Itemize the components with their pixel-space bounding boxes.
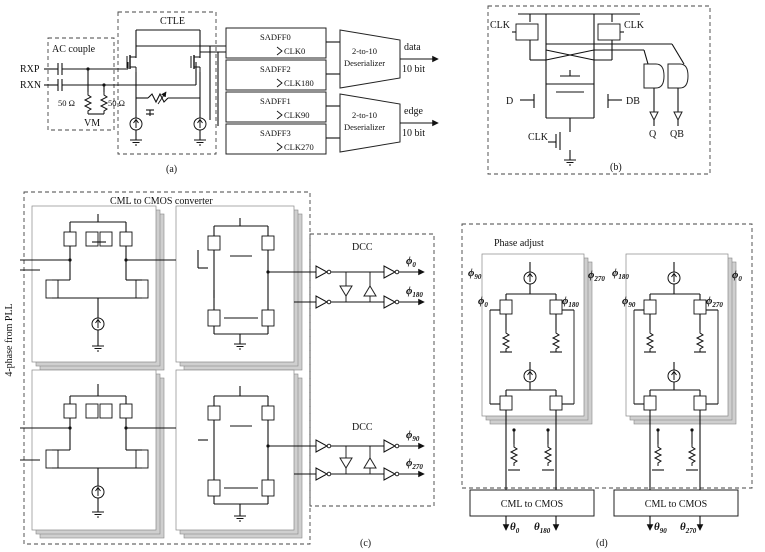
theta-0: θ0 bbox=[510, 521, 520, 535]
r2-label: 50 Ω bbox=[108, 98, 125, 108]
panel-a: AC couple CTLE RXP RXN 50 Ω 50 Ω VM bbox=[20, 11, 439, 175]
panel-b: CLK CLK D DB CLK bbox=[487, 5, 711, 175]
cmos-stage-bottom bbox=[175, 369, 295, 531]
sadff1-label: SADFF1 bbox=[260, 96, 291, 106]
deser2-line2: Deserializer bbox=[344, 122, 385, 132]
ctle-box bbox=[117, 11, 217, 155]
cmos-stage-top bbox=[175, 205, 295, 363]
theta-180: θ180 bbox=[534, 521, 551, 535]
phi0-label: ϕ0 bbox=[406, 255, 416, 269]
cml-to-cmos-left bbox=[469, 489, 595, 517]
panel-b-box bbox=[487, 5, 711, 175]
sadff2-box bbox=[225, 59, 327, 91]
sadff0-label: SADFF0 bbox=[260, 32, 291, 42]
sadff2-label: SADFF2 bbox=[260, 64, 291, 74]
out-edge-label: edge bbox=[404, 106, 423, 117]
phi-180-right: ϕ180 bbox=[612, 267, 629, 281]
side-label: 4-phase from PLL bbox=[4, 303, 15, 376]
phi-0-left: ϕ0 bbox=[478, 295, 488, 309]
sadff0-box bbox=[225, 27, 327, 59]
cml-circuit-top bbox=[20, 214, 176, 352]
phi270-label: ϕ270 bbox=[406, 457, 423, 471]
deserializer-edge bbox=[339, 93, 401, 153]
dcc-box bbox=[309, 233, 435, 507]
sadff1-box bbox=[225, 91, 327, 123]
panel-d: Phase adjust bbox=[461, 223, 753, 549]
panel-c: CML to CMOS converter 4-phase from PLL bbox=[4, 191, 435, 549]
ac-couple-box bbox=[47, 37, 115, 131]
phase-circuit-left bbox=[489, 262, 575, 490]
sadff3-label: SADFF3 bbox=[260, 128, 291, 138]
phi-90-left: ϕ90 bbox=[468, 267, 482, 281]
cml-to-cmos-left-label: CML to CMOS bbox=[501, 499, 563, 510]
clk-bottom-label: CLK bbox=[528, 132, 549, 143]
qb-label: QB bbox=[670, 129, 684, 140]
deserializer-data bbox=[339, 29, 401, 89]
vm-label: VM bbox=[84, 118, 100, 129]
clk90-label: CLK90 bbox=[284, 110, 310, 120]
cmos-circuit-bottom bbox=[198, 386, 310, 522]
caption-b: (b) bbox=[610, 162, 622, 173]
phi-270-right: ϕ270 bbox=[706, 295, 723, 309]
q-label: Q bbox=[649, 129, 657, 140]
phi-270-left: ϕ270 bbox=[588, 269, 605, 283]
phi-180-left: ϕ180 bbox=[562, 295, 579, 309]
dcc-top-label: DCC bbox=[352, 242, 373, 253]
deser1-line2: Deserializer bbox=[344, 58, 385, 68]
rxn-label: RXN bbox=[20, 80, 41, 91]
deser2-line1: 2-to-10 bbox=[352, 110, 377, 120]
deser1-line1: 2-to-10 bbox=[352, 46, 377, 56]
clk-left-label: CLK bbox=[490, 20, 511, 31]
caption-a: (a) bbox=[166, 164, 177, 175]
cml-stage-top bbox=[31, 205, 157, 363]
ac-couple-label: AC couple bbox=[52, 44, 96, 55]
phi-0-right: ϕ0 bbox=[732, 269, 742, 283]
db-label: DB bbox=[626, 96, 640, 107]
sadff-stack: SADFF0 CLK0 SADFF2 CLK180 SADFF1 CLK90 S… bbox=[225, 27, 327, 155]
ctle-label: CTLE bbox=[160, 16, 185, 27]
cml-to-cmos-right bbox=[613, 489, 739, 517]
phi180-label: ϕ180 bbox=[406, 285, 423, 299]
clk270-label: CLK270 bbox=[284, 142, 314, 152]
phase-circuit-right bbox=[633, 262, 719, 490]
out-data-label: data bbox=[404, 42, 421, 53]
cml-cmos-title: CML to CMOS converter bbox=[110, 196, 213, 207]
phase-adjust-box bbox=[461, 223, 753, 489]
cml-to-cmos-right-label: CML to CMOS bbox=[645, 499, 707, 510]
phase-adjust-title: Phase adjust bbox=[494, 238, 544, 249]
caption-c: (c) bbox=[360, 538, 371, 549]
clk180-label: CLK180 bbox=[284, 78, 314, 88]
cml-circuit-bottom bbox=[20, 384, 176, 518]
theta-270: θ270 bbox=[680, 521, 697, 535]
dcc-bottom-label: DCC bbox=[352, 422, 373, 433]
out-edge-bits: 10 bit bbox=[402, 128, 425, 139]
clk0-label: CLK0 bbox=[284, 46, 305, 56]
rxp-label: RXP bbox=[20, 64, 40, 75]
sadff3-box bbox=[225, 123, 327, 155]
phi-90-right: ϕ90 bbox=[622, 295, 636, 309]
phi90-label: ϕ90 bbox=[406, 429, 420, 443]
out-data-bits: 10 bit bbox=[402, 64, 425, 75]
r1-label: 50 Ω bbox=[58, 98, 75, 108]
caption-d: (d) bbox=[596, 538, 608, 549]
d-label: D bbox=[506, 96, 513, 107]
clk-right-label: CLK bbox=[624, 20, 645, 31]
theta-90: θ90 bbox=[654, 521, 667, 535]
